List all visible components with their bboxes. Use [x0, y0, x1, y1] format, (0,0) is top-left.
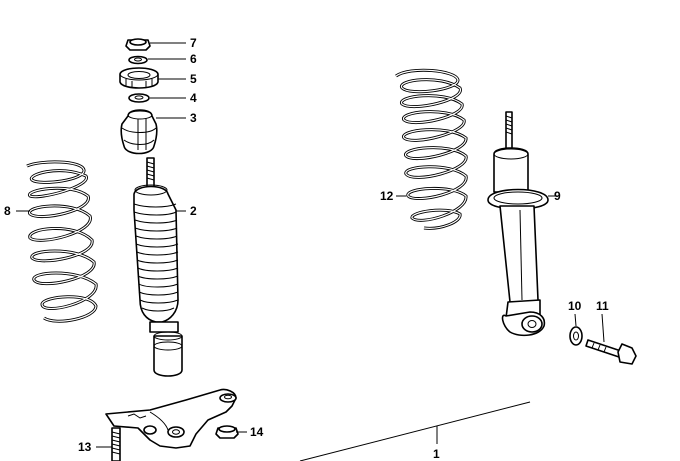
- callout-2: 2: [190, 204, 197, 218]
- nut-top: [125, 38, 151, 51]
- callout-14: 14: [250, 425, 264, 439]
- callout-1: 1: [433, 447, 440, 461]
- washer-small: [128, 55, 148, 65]
- callout-6: 6: [190, 52, 197, 66]
- hex-bolt: [585, 339, 637, 365]
- coil-spring-left: [26, 160, 98, 323]
- callout-8: 8: [4, 204, 11, 218]
- callout-9: 9: [554, 189, 561, 203]
- shock-absorber: [487, 111, 549, 337]
- washer-medium: [128, 93, 150, 103]
- control-arm-bracket: [105, 388, 237, 449]
- callout-12: 12: [380, 189, 394, 203]
- callout-5: 5: [190, 72, 197, 86]
- stud-bolt: [111, 427, 121, 461]
- callout-7: 7: [190, 36, 197, 50]
- callout-11: 11: [596, 299, 609, 313]
- spring-seat-ring: [119, 67, 159, 89]
- callout-leaders: [16, 42, 605, 448]
- coil-spring-right: [395, 68, 468, 230]
- bump-stop: [120, 109, 158, 155]
- nut-lower: [215, 425, 239, 439]
- shock-strut-boot: [133, 157, 183, 377]
- washer-bolt: [569, 326, 583, 346]
- callout-13: 13: [78, 440, 92, 454]
- baseline-rule: [299, 401, 531, 461]
- callout-3: 3: [190, 111, 197, 125]
- callout-10: 10: [568, 299, 582, 313]
- callout-4: 4: [190, 91, 197, 105]
